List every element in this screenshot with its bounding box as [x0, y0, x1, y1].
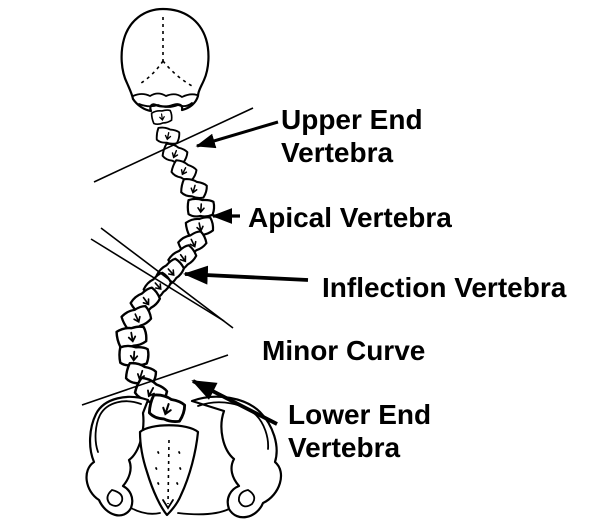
spine-column: [114, 108, 216, 427]
label-inflection-vertebra: Inflection Vertebra: [322, 272, 567, 303]
label-upper-end-line1: Upper End: [281, 104, 423, 135]
upper-end-arrow: [195, 120, 279, 149]
label-apical-vertebra: Apical Vertebra: [248, 202, 452, 233]
label-upper-end-line2: Vertebra: [281, 137, 393, 168]
label-upper-end-vertebra: Upper End Vertebra: [281, 104, 423, 168]
pelvis-drawing: [85, 395, 283, 519]
label-minor-curve: Minor Curve: [262, 335, 425, 366]
inflection-line-lower: [90, 238, 225, 322]
vertebra: [178, 176, 210, 202]
vertebra-l5: [145, 391, 189, 427]
right-pubic-ramus: [177, 508, 230, 516]
coccyx-tip: [162, 499, 174, 510]
label-lower-end-line2: Vertebra: [288, 432, 400, 463]
skull-suture-lambdoid-right: [162, 60, 193, 87]
skull-occipital-ridge-upper: [132, 92, 198, 99]
sacral-foramina-left: [155, 451, 160, 485]
skull-suture-lambdoid-left: [137, 60, 164, 86]
right-ilium: [190, 395, 283, 519]
minor-curve-line: [81, 354, 229, 406]
inflection-lines: [90, 227, 234, 329]
skull-drawing: [120, 7, 210, 113]
lower-end-arrow: [191, 379, 278, 426]
inflection-line-upper: [100, 227, 234, 329]
right-obturator-foramen: [238, 489, 256, 508]
left-iliac-crest-line: [94, 400, 142, 453]
sacral-foramina-right: [176, 451, 182, 485]
inflection-arrow: [183, 265, 309, 285]
left-ilium: [85, 395, 150, 517]
skull-occipital-ridge-lower: [138, 102, 193, 108]
upper-end-vertebra-line: [93, 107, 254, 183]
left-obturator-foramen: [106, 489, 124, 507]
vertebra-apical: [185, 197, 216, 219]
label-lower-end-vertebra: Lower End Vertebra: [288, 399, 431, 463]
left-pubic-ramus: [130, 507, 161, 515]
label-lower-end-line1: Lower End: [288, 399, 431, 430]
vertebra: [150, 108, 174, 126]
